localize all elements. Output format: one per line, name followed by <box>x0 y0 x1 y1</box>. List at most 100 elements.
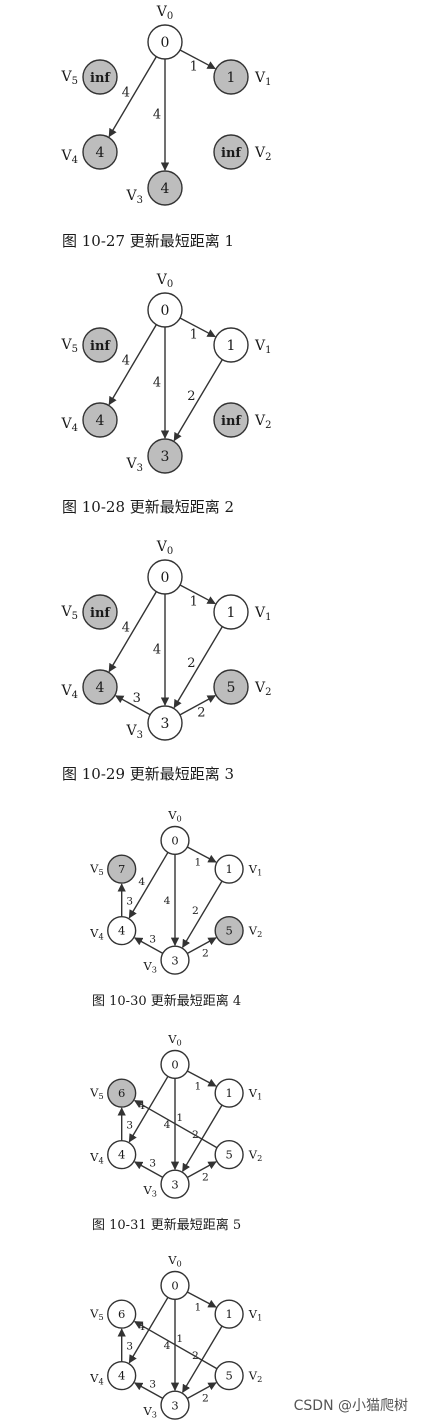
node-v3: 3V3 <box>126 705 183 741</box>
diagram-panel: 144232310V01V15V23V34V46V5图 10-31 更新最短距离… <box>0 1022 422 1234</box>
node-value: 5 <box>225 1369 232 1383</box>
node-circle <box>160 825 190 856</box>
node-v5: 7V5 <box>89 854 137 884</box>
edge-V1-V3 <box>173 626 223 709</box>
edge-weight: 3 <box>126 894 133 907</box>
edge-weight: 2 <box>197 705 205 720</box>
node-circle <box>147 292 183 328</box>
edge-V1-V3 <box>182 1325 223 1394</box>
node-label: V4 <box>89 926 104 941</box>
node-circle <box>82 402 118 438</box>
edge-weight: 4 <box>122 353 130 368</box>
node-circle <box>214 1078 244 1108</box>
node-circle <box>147 438 183 474</box>
figure-caption: 图 10-31 更新最短距离 5 <box>92 1218 242 1233</box>
edge-V1-V3 <box>173 359 223 442</box>
node-value: 4 <box>118 1148 125 1162</box>
edge-weight: 4 <box>164 1339 171 1352</box>
figure-caption: 图 10-30 更新最短距离 4 <box>92 994 242 1009</box>
node-circle <box>82 669 118 705</box>
edge-weight: 1 <box>190 327 198 342</box>
edge-weight: 2 <box>192 904 199 917</box>
node-circle <box>214 1299 244 1329</box>
node-value: inf <box>90 71 111 86</box>
edge-V0-V1 <box>186 846 217 863</box>
figure-caption: 图 10-27 更新最短距离 1 <box>62 232 235 250</box>
node-v0: 0 V0 <box>160 1032 190 1080</box>
edge-weight: 3 <box>149 1378 156 1391</box>
node-circle <box>214 1360 244 1391</box>
edge-weight: 1 <box>194 1080 201 1093</box>
node-value: 0 <box>161 35 170 51</box>
node-label: V2 <box>248 1369 263 1384</box>
node-value: inf <box>221 414 242 429</box>
node-v3: 4V3 <box>126 170 183 206</box>
node-v5: 6 V5 <box>89 1299 137 1329</box>
node-value: 1 <box>225 1307 232 1321</box>
node-value: 6 <box>118 1307 125 1321</box>
node-label: V1 <box>248 1307 263 1322</box>
edge-weight: 1 <box>176 1111 183 1124</box>
edge-weight: 1 <box>176 1332 183 1345</box>
edge-weight: 4 <box>122 85 130 100</box>
watermark: CSDN @小猫爬树 <box>293 1398 408 1414</box>
node-circle <box>160 945 190 975</box>
node-circle <box>107 1139 137 1170</box>
node-circle <box>160 1270 190 1301</box>
node-circle <box>213 327 249 363</box>
node-circle <box>214 915 244 946</box>
edge-V0-V1 <box>179 49 216 70</box>
node-label: V4 <box>89 1371 104 1386</box>
node-value: 0 <box>171 1058 178 1072</box>
edge-weight: 4 <box>153 108 161 123</box>
node-label: V4 <box>61 683 79 701</box>
node-circle <box>107 1299 137 1329</box>
edge-weight: 3 <box>126 1118 133 1131</box>
node-label: V0 <box>156 4 174 22</box>
node-label: V4 <box>61 148 79 166</box>
node-circle <box>107 854 137 884</box>
node-value: 1 <box>227 70 236 86</box>
node-circle <box>213 402 249 438</box>
node-v4: 4V4 <box>89 1139 137 1170</box>
node-value: 0 <box>161 303 170 319</box>
node-v2: 5 V2 <box>214 1360 263 1391</box>
node-label: V1 <box>254 605 272 623</box>
node-label: V2 <box>248 924 263 939</box>
node-v0: 0V0 <box>147 539 183 595</box>
figure-caption: 图 10-28 更新最短距离 2 <box>62 498 235 516</box>
node-label: V5 <box>89 1306 104 1321</box>
node-label: V5 <box>61 337 79 355</box>
node-v5: inf V5 <box>61 327 118 363</box>
node-value: inf <box>90 339 111 354</box>
node-label: V3 <box>142 1183 157 1198</box>
node-label: V0 <box>156 539 174 557</box>
node-label: V0 <box>167 808 182 823</box>
node-value: inf <box>221 146 242 161</box>
edge-V3-V2 <box>186 1161 217 1179</box>
node-label: V5 <box>61 604 79 622</box>
node-circle <box>147 170 183 206</box>
node-value: 5 <box>227 680 236 696</box>
node-value: 7 <box>118 862 125 876</box>
node-label: V3 <box>142 1404 157 1419</box>
node-v4: 4V4 <box>61 669 118 705</box>
node-value: 6 <box>118 1086 125 1100</box>
node-v4: 4V4 <box>89 915 137 946</box>
edge-weight: 3 <box>126 1339 133 1352</box>
node-value: 4 <box>118 1369 125 1383</box>
graph-diagram: 144232310V01V15V23V34V46V5 <box>89 1253 263 1420</box>
edge-weight: 1 <box>190 594 198 609</box>
node-v0: 0V0 <box>160 1253 190 1301</box>
edge-V3-V4 <box>134 1161 164 1179</box>
node-label: V0 <box>167 1032 182 1047</box>
